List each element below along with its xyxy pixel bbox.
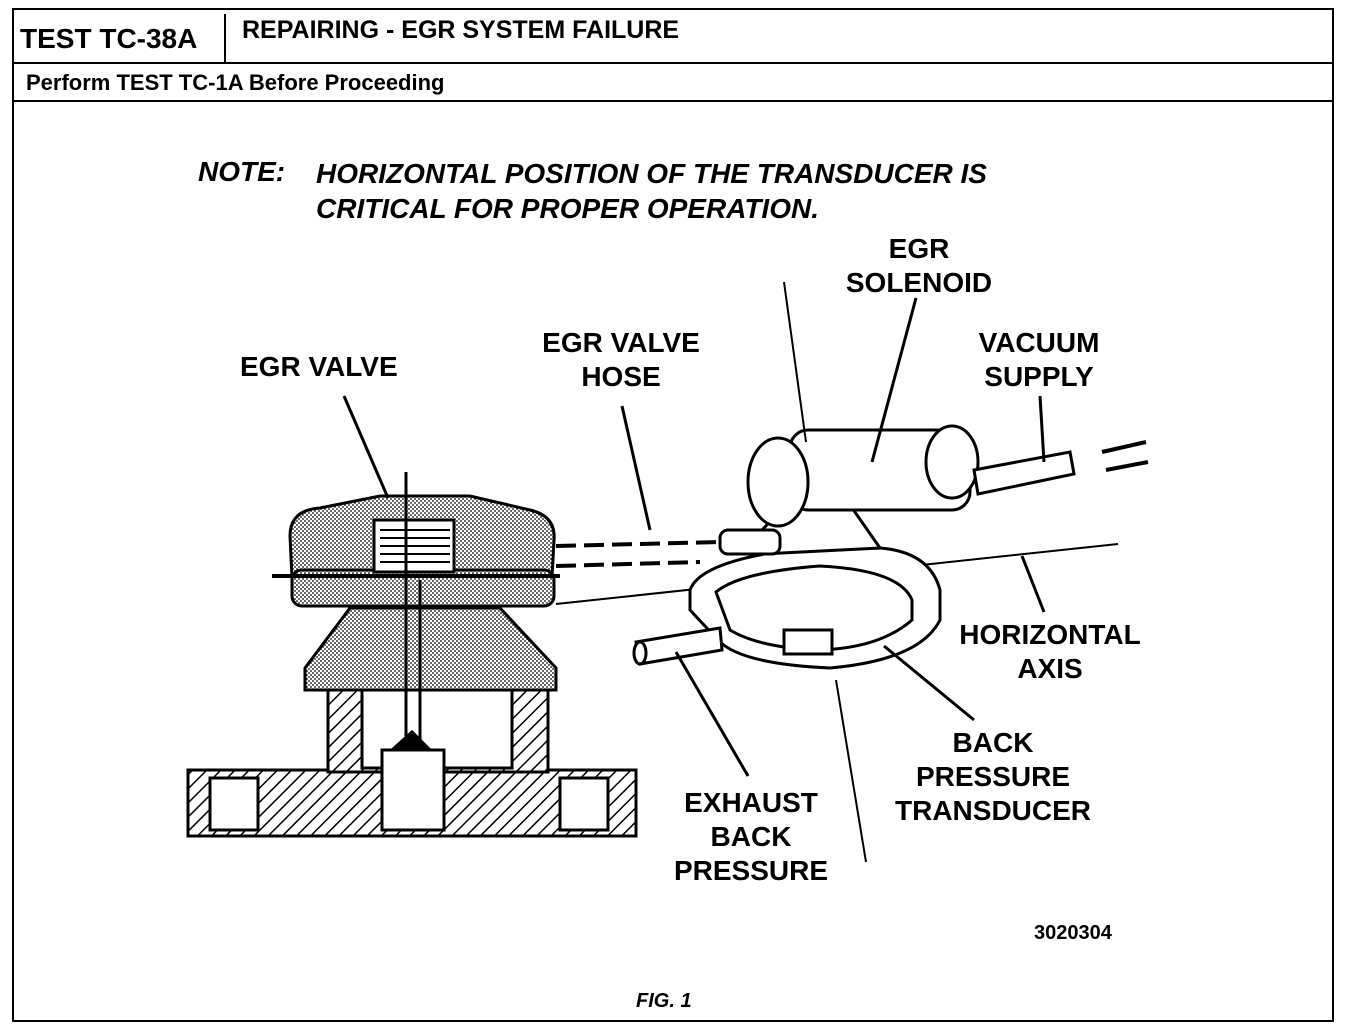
test-id: TEST TC-38A bbox=[12, 14, 226, 64]
test-title: REPAIRING - EGR SYSTEM FAILURE bbox=[242, 16, 680, 44]
note-text: HORIZONTAL POSITION OF THE TRANSDUCER IS… bbox=[316, 158, 987, 224]
egr-valve-drawing bbox=[186, 472, 638, 838]
label-horizontal-axis: HORIZONTAL AXIS bbox=[959, 619, 1141, 684]
label-vacuum-supply: VACUUM SUPPLY bbox=[978, 327, 1100, 392]
label-exhaust-back-pressure: EXHAUST BACK PRESSURE bbox=[673, 787, 829, 886]
prerequisite-text: Perform TEST TC-1A Before Proceeding bbox=[26, 70, 445, 95]
leader-vacuum-supply bbox=[1038, 395, 1046, 463]
header-row bbox=[12, 8, 1334, 64]
note-label: NOTE: bbox=[198, 156, 286, 187]
leader-back-pressure-transducer bbox=[883, 644, 975, 722]
leader-exhaust-back-pressure bbox=[674, 651, 750, 777]
leader-egr-valve bbox=[342, 395, 390, 499]
leader-vertical-reference-lower bbox=[835, 679, 867, 863]
leader-egr-valve-hose bbox=[620, 405, 652, 531]
label-egr-solenoid: EGR SOLENOID bbox=[845, 233, 993, 298]
transducer-drawing bbox=[632, 424, 1076, 670]
page-frame bbox=[12, 8, 1334, 1022]
prerequisite-row bbox=[12, 64, 1334, 102]
leader-horizontal-axis bbox=[1020, 555, 1046, 613]
label-back-pressure-transducer: BACK PRESSURE TRANSDUCER bbox=[895, 727, 1091, 826]
vacuum-supply-break bbox=[1101, 440, 1149, 472]
leader-lines bbox=[342, 281, 1046, 863]
figure-id: 3020304 bbox=[1034, 922, 1112, 944]
figure-caption: FIG. 1 bbox=[636, 990, 692, 1012]
leader-egr-solenoid bbox=[870, 297, 918, 463]
label-egr-valve: EGR VALVE bbox=[240, 351, 398, 382]
label-egr-valve-hose: EGR VALVE HOSE bbox=[542, 327, 700, 392]
leader-vertical-reference bbox=[783, 281, 807, 443]
egr-valve-hose-drawing bbox=[555, 540, 721, 568]
